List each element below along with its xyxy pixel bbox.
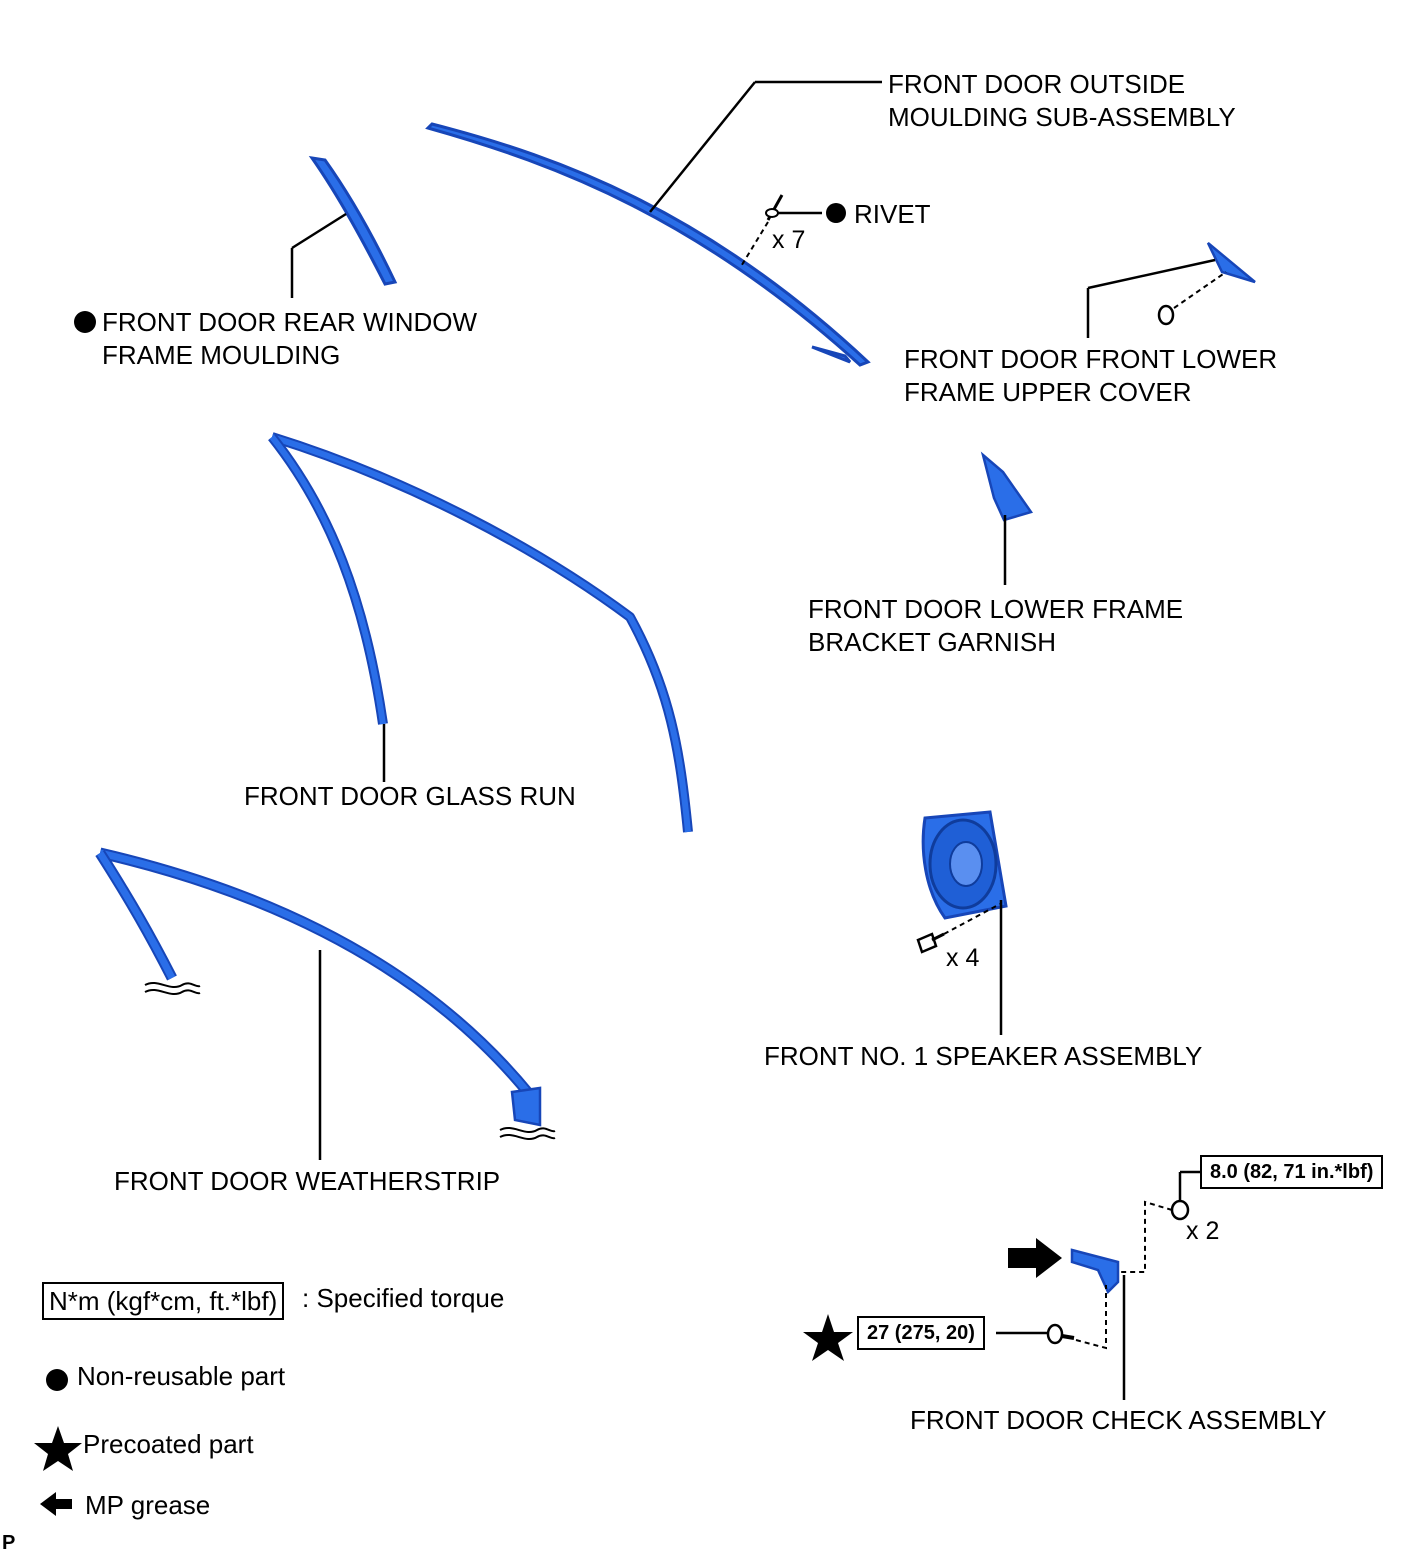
label-upper-cover: FRONT DOOR FRONT LOWER FRAME UPPER COVER [904, 344, 1278, 407]
label-bracket-garnish: FRONT DOOR LOWER FRAME BRACKET GARNISH [808, 594, 1184, 657]
legend-mp-grease: MP grease [85, 1490, 211, 1520]
legend-torque-box: N*m (kgf*cm, ft.*lbf) [42, 1282, 285, 1320]
legend-precoated: Precoated part [83, 1429, 254, 1459]
precoated-star-icon [34, 1426, 82, 1471]
outside-moulding-part [425, 122, 871, 367]
upper-cover-part [1157, 242, 1256, 326]
rear-window-moulding-part [308, 155, 398, 286]
label-speaker-qty: x 4 [946, 944, 980, 972]
label-rivet: RIVET [854, 199, 931, 229]
speaker-part [916, 810, 1008, 954]
bracket-garnish-part [980, 451, 1034, 522]
label-door-check: FRONT DOOR CHECK ASSEMBLY [910, 1405, 1327, 1435]
non-reusable-dot-icon [46, 1369, 68, 1391]
label-rivet-qty: x 7 [772, 226, 806, 254]
weatherstrip-part [95, 847, 556, 1140]
label-nut-qty: x 2 [1186, 1217, 1220, 1245]
door-check-part [803, 1199, 1190, 1361]
label-speaker: FRONT NO. 1 SPEAKER ASSEMBLY [764, 1041, 1203, 1071]
label-weatherstrip: FRONT DOOR WEATHERSTRIP [114, 1166, 501, 1196]
rivet-part [765, 194, 784, 221]
torque-nut-box: 8.0 (82, 71 in.*lbf) [1200, 1155, 1384, 1189]
precoated-star [803, 1314, 853, 1361]
label-outside-moulding: FRONT DOOR OUTSIDE MOULDING SUB-ASSEMBLY [888, 69, 1236, 132]
label-rear-window-moulding: FRONT DOOR REAR WINDOW FRAME MOULDING [102, 307, 478, 370]
label-glass-run: FRONT DOOR GLASS RUN [244, 781, 576, 811]
torque-bolt-box: 27 (275, 20) [857, 1316, 985, 1350]
legend-torque-text: : Specified torque [302, 1283, 505, 1313]
glass-run-part [268, 432, 693, 833]
corner-mark: P [2, 1532, 16, 1554]
mp-grease-arrow [1008, 1238, 1062, 1278]
legend-non-reusable: Non-reusable part [77, 1361, 286, 1391]
mp-grease-arrow-icon [40, 1492, 72, 1516]
